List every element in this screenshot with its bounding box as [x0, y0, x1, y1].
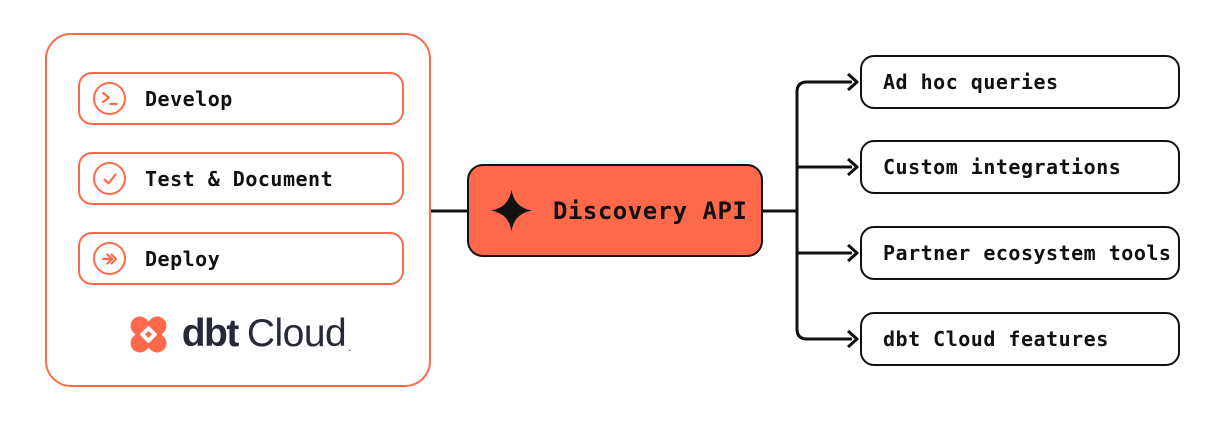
arrowhead-3	[847, 243, 859, 263]
stage-test-document: Test & Document	[78, 152, 404, 205]
logo-text-cloud: Cloud	[246, 312, 347, 355]
deploy-arrow-icon	[93, 242, 126, 275]
branch-bottom	[795, 211, 852, 341]
dbt-cloud-logo: dbt Cloud .	[47, 305, 429, 363]
output-ad-hoc-queries: Ad hoc queries	[860, 55, 1180, 109]
discovery-api-node: Discovery API	[467, 164, 763, 257]
dbt-logo-mark	[130, 316, 167, 352]
sparkle-icon	[490, 189, 533, 232]
stage-label: Test & Document	[145, 166, 334, 191]
logo-trademark-dot: .	[348, 342, 352, 354]
dbt-cloud-panel: Develop Test & Document Deploy	[45, 33, 431, 387]
stage-develop: Develop	[78, 72, 404, 125]
output-partner-ecosystem-tools: Partner ecosystem tools	[860, 226, 1180, 280]
check-circle-icon	[93, 162, 126, 195]
terminal-prompt-icon	[93, 82, 126, 115]
arrowhead-4	[847, 329, 859, 349]
output-custom-integrations: Custom integrations	[860, 140, 1180, 194]
arrowhead-1	[847, 72, 859, 92]
output-label: Partner ecosystem tools	[883, 241, 1172, 265]
arrowhead-2	[847, 157, 859, 177]
output-dbt-cloud-features: dbt Cloud features	[860, 312, 1180, 366]
stage-deploy: Deploy	[78, 232, 404, 285]
logo-text-dbt: dbt	[181, 312, 240, 355]
output-label: Ad hoc queries	[883, 70, 1059, 94]
branch-top	[795, 80, 852, 211]
discovery-api-label: Discovery API	[553, 196, 748, 225]
output-label: dbt Cloud features	[883, 327, 1109, 351]
stage-label: Develop	[145, 86, 233, 111]
stage-label: Deploy	[145, 246, 221, 271]
output-label: Custom integrations	[883, 155, 1122, 179]
